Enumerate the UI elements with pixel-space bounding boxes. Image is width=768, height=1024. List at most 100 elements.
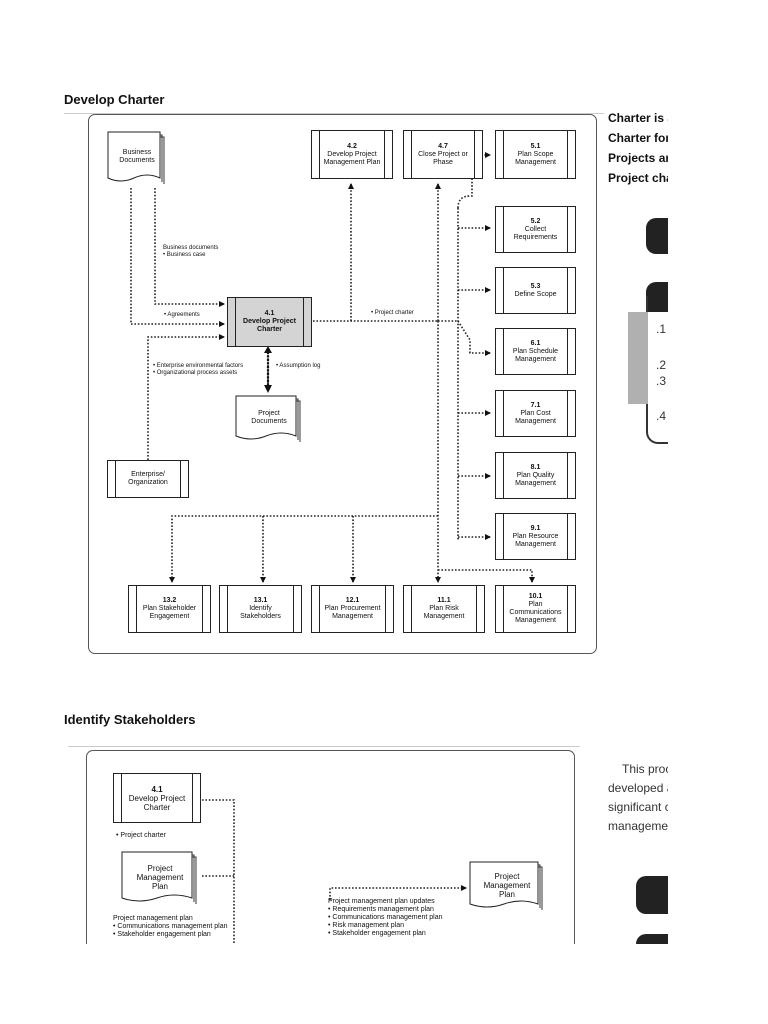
dark-tab[interactable] <box>646 218 668 254</box>
process-number: 4.1 <box>264 310 275 317</box>
label-text: Project management plan <box>113 915 193 922</box>
label-business-documents: Business documents • Business case <box>163 245 218 259</box>
process-13-2[interactable]: 13.2 Plan Stakeholder Engagement <box>128 585 211 633</box>
process-number: 5.2 <box>530 217 541 225</box>
label-project-charter-2: • Project charter <box>116 832 166 839</box>
process-name: Identify Stakeholders <box>240 605 281 620</box>
label-project-charter: • Project charter <box>371 310 414 316</box>
label-eef-opa: • Enterprise environmental factors • Org… <box>153 363 243 377</box>
process-number: 4.1 <box>151 784 163 794</box>
process-name: Plan Resource Management <box>512 532 559 548</box>
side-text-line: significant c <box>608 800 668 814</box>
side-text-clip-2: This proc developed a significant c mana… <box>608 760 668 840</box>
process-name: Collect Requirements <box>513 225 558 241</box>
process-name: Define Scope <box>514 290 557 298</box>
process-name: Enterprise/ Organization <box>128 471 168 486</box>
label-text: Project management plan updates <box>328 898 435 905</box>
label-updates-list: Project management plan updates • Requir… <box>328 898 443 938</box>
panel-item: .2 <box>656 358 667 372</box>
project-management-plan-doc: Project Management Plan <box>121 851 198 910</box>
document-shape <box>469 861 543 910</box>
process-4-7[interactable]: 4.7 Close Project or Phase <box>403 130 483 179</box>
label-text: • Requirements management plan <box>328 906 434 913</box>
process-name: Plan Procurement Management <box>324 605 381 620</box>
side-text-line: This proc <box>622 762 668 776</box>
process-name: Plan Communications Management <box>509 601 562 624</box>
process-number: 12.1 <box>345 597 360 604</box>
process-8-1[interactable]: 8.1 Plan Quality Management <box>495 452 576 499</box>
process-number: 4.2 <box>347 142 357 150</box>
section-heading-develop-charter: Develop Charter <box>64 92 165 107</box>
diagram-frame <box>88 114 597 654</box>
process-number: 13.2 <box>162 597 177 604</box>
process-name: Develop Project Charter <box>243 318 296 333</box>
process-number: 6.1 <box>530 339 541 347</box>
process-4-1-stakeholders[interactable]: 4.1 Develop Project Charter <box>113 773 201 823</box>
process-name: Plan Quality Management <box>515 471 556 487</box>
side-text-line: Project cha <box>608 171 668 185</box>
process-name: Plan Schedule Management <box>512 347 559 363</box>
label-text: Business documents <box>163 245 219 251</box>
project-management-plan-doc-2: Project Management Plan <box>469 861 544 916</box>
process-number: 5.1 <box>530 142 541 150</box>
label-text: • Risk management plan <box>328 922 404 929</box>
gray-panel <box>628 312 648 404</box>
process-number: 11.1 <box>437 597 451 604</box>
process-number: 13.1 <box>253 597 268 604</box>
process-5-3[interactable]: 5.3 Define Scope <box>495 267 576 314</box>
process-name: Develop Project Management Plan <box>323 150 381 166</box>
project-documents-label: Project Documents <box>251 410 287 425</box>
document-shape <box>235 395 301 442</box>
process-4-1[interactable]: 4.1 Develop Project Charter <box>227 297 312 347</box>
document-shape <box>121 851 197 904</box>
label-text: • Stakeholder engagement plan <box>328 930 426 937</box>
label-text: • Stakeholder engagement plan <box>113 931 211 938</box>
process-name: Plan Cost Management <box>515 409 556 425</box>
side-text-clip: Charter is a Charter for Projects ar Pro… <box>608 108 668 188</box>
process-name: Plan Stakeholder Engagement <box>142 605 197 620</box>
project-management-plan-label: Project Management Plan <box>136 863 184 891</box>
process-name: Close Project or Phase <box>418 150 468 166</box>
process-6-1[interactable]: 6.1 Plan Schedule Management <box>495 328 576 375</box>
process-5-2[interactable]: 5.2 Collect Requirements <box>495 206 576 253</box>
process-4-2[interactable]: 4.2 Develop Project Management Plan <box>311 130 393 179</box>
side-text-line: Charter is a <box>608 111 668 125</box>
process-13-1[interactable]: 13.1 Identify Stakeholders <box>219 585 302 633</box>
label-agreements: • Agreements <box>164 312 200 318</box>
side-text-line: developed a <box>608 781 668 795</box>
side-text-line: manageme <box>608 819 668 833</box>
divider <box>68 746 580 747</box>
dark-tab[interactable] <box>636 876 668 914</box>
process-number: 8.1 <box>530 463 541 471</box>
dark-tab[interactable] <box>636 934 668 944</box>
process-number: 7.1 <box>530 401 541 409</box>
label-text: • Enterprise environmental factors <box>153 363 244 369</box>
side-text-line: Charter for <box>608 131 668 145</box>
enterprise-organization[interactable]: Enterprise/ Organization <box>107 460 189 498</box>
process-11-1[interactable]: 11.1 Plan Risk Management <box>403 585 485 633</box>
page-cutoff <box>0 944 768 1024</box>
panel-items-clip: .1 .2 .3 .4 <box>656 320 668 430</box>
panel-item: .1 <box>656 322 667 336</box>
process-9-1[interactable]: 9.1 Plan Resource Management <box>495 513 576 560</box>
process-12-1[interactable]: 12.1 Plan Procurement Management <box>311 585 394 633</box>
label-text: • Business case <box>163 252 206 258</box>
side-text-line: Projects ar <box>608 151 668 165</box>
label-text: • Communications management plan <box>328 914 443 921</box>
label-pmp-list: Project management plan • Communications… <box>113 915 228 939</box>
process-number: 5.3 <box>530 282 541 290</box>
process-5-1[interactable]: 5.1 Plan Scope Management <box>495 130 576 179</box>
panel-item: .4 <box>656 409 667 423</box>
business-documents-doc: Business Documents <box>107 131 166 190</box>
process-number: 9.1 <box>530 524 541 532</box>
process-name: Develop Project Charter <box>128 793 186 812</box>
project-documents-doc: Project Documents <box>235 395 302 448</box>
process-7-1[interactable]: 7.1 Plan Cost Management <box>495 390 576 437</box>
project-management-plan-label: Project Management Plan <box>483 871 531 899</box>
process-10-1[interactable]: 10.1 Plan Communications Management <box>495 585 576 633</box>
document-shape <box>107 131 165 184</box>
label-assumption-log: • Assumption log <box>276 363 321 369</box>
process-name: Plan Scope Management <box>515 150 556 166</box>
panel-item: .3 <box>656 374 667 388</box>
label-text: • Organizational process assets <box>153 370 238 376</box>
